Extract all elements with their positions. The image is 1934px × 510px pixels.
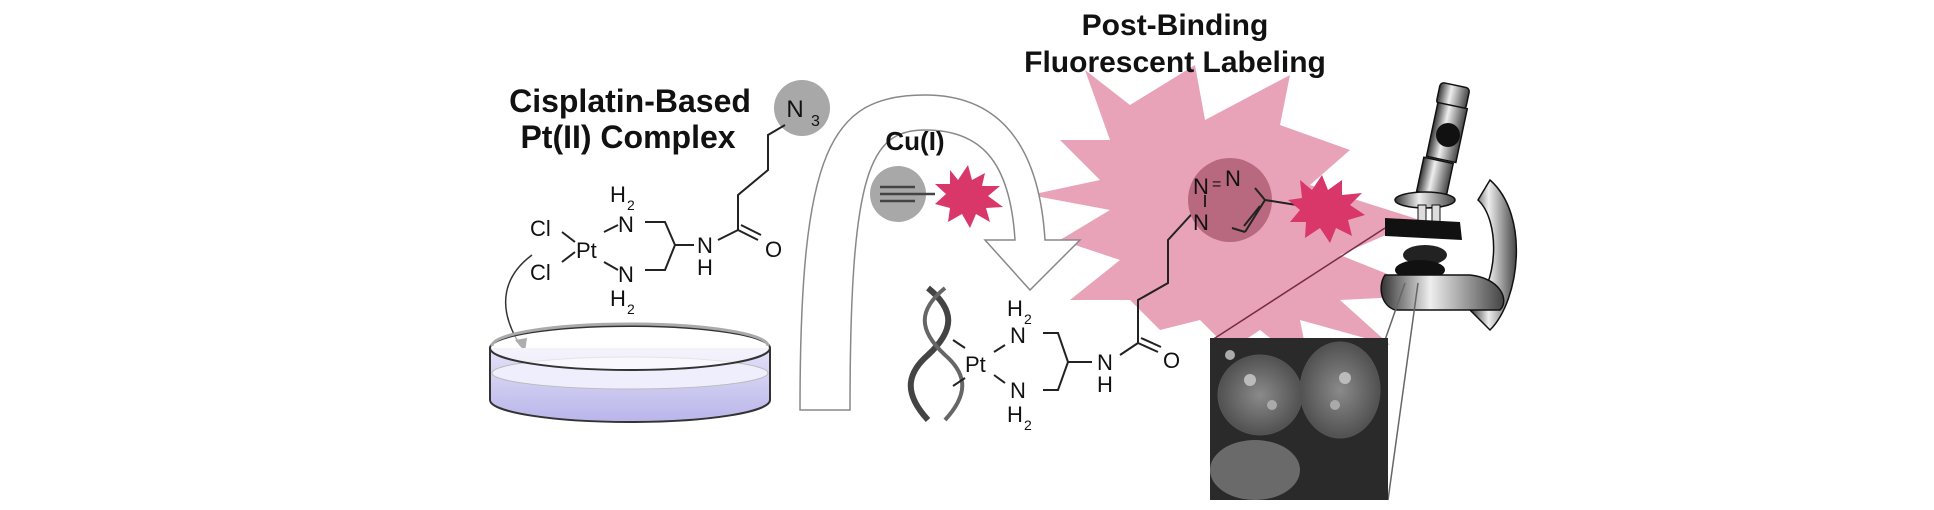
title-post-binding: Post-Binding [1082,9,1269,42]
azide-circle [774,80,830,136]
azide-label: N [786,96,803,123]
bottom-amide-h: H [1097,372,1113,397]
reaction-arrow [799,94,1082,411]
microscope-icon [1380,82,1517,332]
triazole-bond-symbol: = [1212,176,1221,193]
top-amide-n: N [697,233,713,258]
fluorophore-small [935,165,1003,228]
title-pt-complex: Pt(II) Complex [520,119,735,155]
top-molecule-bonds [561,124,786,271]
petri-dish-icon [489,322,771,423]
title-cisplatin-based: Cisplatin-Based [509,83,751,119]
azide-subscript: 3 [811,113,820,130]
bottom-n-upper: N [1010,323,1026,348]
bottom-carbonyl-o: O [1163,348,1180,373]
alkyne-triple-bond-icon [880,185,935,203]
bottom-h2-lower: H [1007,402,1023,427]
triazole-n2: N [1225,166,1241,191]
triazole-n1: N [1193,174,1209,199]
top-h2-lower-sub: 2 [627,301,635,317]
top-n-lower: N [618,262,634,287]
top-h2-upper-sub: 2 [627,197,635,213]
dna-strand-icon [907,285,965,423]
title-fluorescent-labeling: Fluorescent Labeling [1024,46,1326,79]
top-h2-upper: H [610,182,626,207]
bottom-h2-lower-sub: 2 [1024,417,1032,433]
top-cl-2: Cl [530,260,551,285]
top-amide-h: H [697,255,713,280]
top-pt: Pt [576,238,597,263]
top-h2-lower: H [610,286,626,311]
bottom-pt: Pt [965,352,986,377]
bottom-n-lower: N [1010,378,1026,403]
bottom-h2-upper: H [1007,296,1023,321]
top-carbonyl-o: O [765,237,782,262]
bottom-h2-upper-sub: 2 [1024,311,1032,327]
top-cl-1: Cl [530,216,551,241]
magnification-lines [1211,227,1419,501]
triazole-n3: N [1193,210,1209,235]
microscopy-image [1210,338,1388,500]
fluorophore-attached [1288,175,1365,243]
dish-arrow [504,254,533,346]
catalyst-label: Cu(I) [885,126,944,156]
top-n-upper: N [618,212,634,237]
bottom-amide-n: N [1097,350,1113,375]
